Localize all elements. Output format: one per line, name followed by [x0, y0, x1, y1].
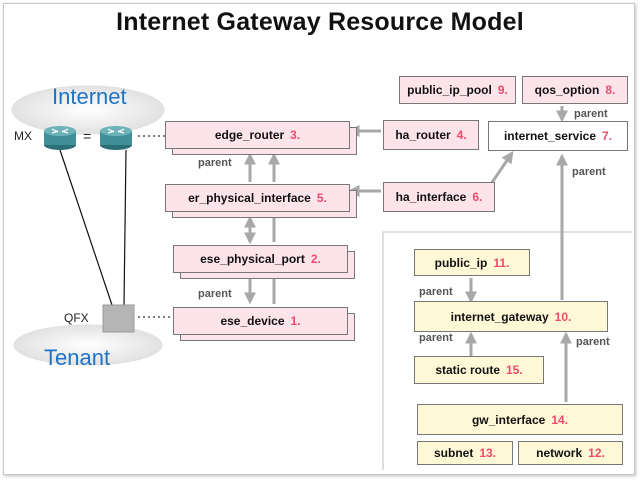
ese-device-num: 1. — [290, 314, 301, 328]
edge-router-num: 3. — [290, 128, 301, 142]
public-ip-label: public_ip — [434, 255, 488, 270]
parent-label: parent — [574, 108, 608, 120]
internet-service-label: internet_service — [503, 129, 597, 143]
static-route-box[interactable]: static route 15. — [414, 356, 544, 384]
arrow-ha-interface-service — [489, 151, 514, 185]
router-icon — [44, 126, 76, 150]
internet-gateway-label: internet_gateway — [450, 309, 549, 324]
subnet-box[interactable]: subnet 13. — [417, 441, 513, 465]
gw-interface-label: gw_interface — [471, 412, 546, 427]
static-route-label: static route — [435, 363, 500, 377]
gw-interface-num: 14. — [551, 412, 569, 427]
public-ip-box[interactable]: public_ip 11. — [414, 249, 530, 276]
parent-label: parent — [576, 336, 610, 348]
internet-gateway-num: 10. — [554, 309, 572, 324]
public-ip-pool-box[interactable]: public_ip_pool 9. — [399, 76, 516, 104]
parent-label: parent — [572, 166, 606, 178]
mx-equals: = — [83, 128, 92, 144]
tenant-label: Tenant — [44, 345, 111, 370]
slide-frame — [3, 3, 635, 475]
parent-label: parent — [419, 332, 453, 344]
parent-label: parent — [198, 157, 232, 169]
ha-interface-box[interactable]: ha_interface 6. — [383, 182, 495, 212]
qos-option-label: qos_option — [534, 83, 600, 97]
mx-label: MX — [14, 129, 32, 143]
link-mx2-qfx — [123, 149, 127, 306]
er-physical-interface-box[interactable]: er_physical_interface 5. — [165, 184, 350, 212]
internet-service-num: 7. — [602, 129, 613, 143]
ese-physical-port-num: 2. — [310, 252, 321, 266]
edge-router-box[interactable]: edge_router 3. — [165, 121, 350, 149]
ha-interface-num: 6. — [472, 190, 483, 204]
edge-router-label: edge_router — [214, 128, 285, 142]
static-route-num: 15. — [506, 363, 523, 377]
internet-cloud — [11, 85, 165, 135]
ha-interface-label: ha_interface — [395, 190, 467, 204]
internet-gateway-box[interactable]: internet_gateway 10. — [414, 301, 608, 332]
gw-interface-box[interactable]: gw_interface 14. — [417, 404, 623, 435]
qfx-label: QFX — [64, 311, 89, 325]
tenant-cloud — [13, 324, 163, 366]
ha-router-num: 4. — [456, 128, 467, 142]
parent-label: parent — [198, 288, 232, 300]
er-physical-interface-label: er_physical_interface — [188, 191, 311, 205]
parent-label: parent — [419, 286, 453, 298]
subnet-label: subnet — [433, 446, 474, 460]
ese-physical-port-box[interactable]: ese_physical_port 2. — [173, 245, 348, 273]
ha-router-label: ha_router — [395, 128, 451, 142]
internet-service-box[interactable]: internet_service 7. — [488, 121, 628, 151]
qos-option-num: 8. — [605, 83, 616, 97]
router-icon — [100, 126, 132, 150]
switch-icon — [102, 304, 135, 333]
network-num: 12. — [588, 446, 605, 460]
section-divider — [382, 231, 632, 470]
ese-physical-port-label: ese_physical_port — [200, 252, 305, 266]
network-label: network — [536, 446, 583, 460]
diagram-title: Internet Gateway Resource Model — [116, 8, 524, 36]
ese-device-label: ese_device — [220, 314, 285, 328]
link-mx1-qfx — [59, 149, 113, 306]
er-physical-interface-num: 5. — [316, 191, 327, 205]
internet-label: Internet — [52, 84, 127, 109]
ha-router-box[interactable]: ha_router 4. — [383, 120, 479, 150]
network-box[interactable]: network 12. — [518, 441, 623, 465]
ese-device-box[interactable]: ese_device 1. — [173, 307, 348, 335]
public-ip-pool-num: 9. — [497, 83, 508, 97]
public-ip-pool-label: public_ip_pool — [407, 83, 492, 97]
public-ip-num: 11. — [493, 255, 510, 270]
subnet-num: 13. — [479, 446, 497, 460]
qos-option-box[interactable]: qos_option 8. — [522, 76, 628, 104]
